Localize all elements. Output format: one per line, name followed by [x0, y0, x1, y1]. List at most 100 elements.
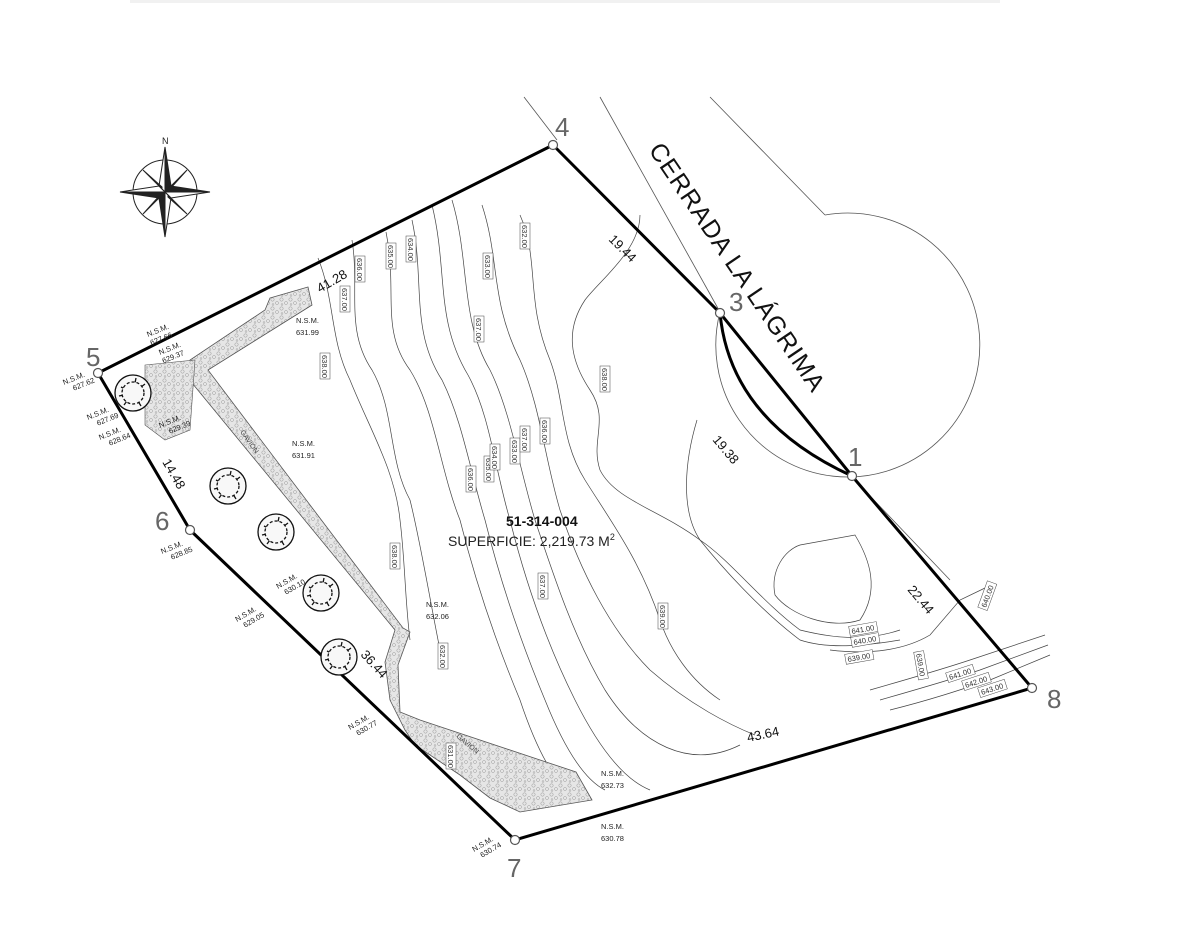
nsm-marker: N.S.M.629.05 — [234, 604, 266, 629]
vertex-label-5: 5 — [86, 342, 100, 372]
nsm-value: 630.78 — [601, 834, 624, 843]
contour-tag: 637.00 — [537, 572, 549, 600]
nsm-value: 632.06 — [426, 612, 449, 621]
contour-value: 631.00 — [446, 745, 455, 768]
contour-lines — [317, 199, 1051, 801]
contour-tag: 640.00 — [977, 580, 998, 611]
contour-tag: 640.00 — [850, 632, 881, 648]
contour-value: 641.00 — [851, 623, 875, 636]
contour-tag: 639.00 — [844, 649, 875, 665]
contour-tag: 634.00 — [405, 235, 417, 263]
contour-value: 638.00 — [390, 545, 399, 568]
contour-tag: 637.00 — [519, 425, 531, 453]
contour-tag: 638.00 — [389, 542, 401, 570]
nsm-marker: N.S.M. 632.06 — [426, 600, 449, 621]
lot-boundary-curve — [718, 312, 853, 478]
contour-value: 633.00 — [510, 440, 519, 463]
lot-area-sup: 2 — [610, 532, 615, 542]
vertex-label-6: 6 — [155, 506, 169, 536]
tree-icon — [257, 513, 295, 551]
contour-labels: 638.00 637.00 636.00 635.00 634.00 633.0… — [319, 222, 1008, 770]
contour-tag: 637.00 — [473, 315, 485, 343]
vertex-label-7: 7 — [507, 853, 521, 883]
contour-value: 632.00 — [438, 645, 447, 668]
nsm-marker: N.S.M.630.74 — [471, 834, 503, 859]
tree-icon — [302, 574, 340, 612]
contour-tag: 639.00 — [657, 602, 669, 630]
nsm-marker: N.S.M. 632.73 — [601, 769, 624, 790]
nsm-marker: N.S.M.628.85 — [159, 539, 194, 562]
north-label: N — [162, 136, 169, 146]
nsm-marker: N.S.M.630.10 — [275, 571, 307, 596]
nsm-value: 632.73 — [601, 781, 624, 790]
gavion-path — [182, 286, 593, 813]
contour-value: 633.00 — [483, 255, 492, 278]
contour-tag: 637.00 — [339, 285, 351, 313]
contour-value: 639.00 — [658, 605, 667, 628]
lot-boundary — [95, 143, 1035, 842]
contour-tag: 633.00 — [482, 252, 494, 280]
contour-value: 637.00 — [340, 288, 349, 311]
tree-icon — [114, 374, 152, 412]
top-shadow — [130, 0, 1000, 3]
lot-area: SUPERFICIE: 2,219.73 M2 — [448, 532, 615, 549]
vertex-label-3: 3 — [729, 287, 743, 317]
vertex-label-1: 1 — [848, 442, 862, 472]
contour-value: 640.00 — [979, 584, 995, 609]
contour-tag: 636.00 — [539, 417, 551, 445]
contour-value: 639.00 — [847, 651, 871, 664]
lot-area-text: SUPERFICIE: 2,219.73 M — [448, 533, 610, 549]
vertex-labels: 1 3 4 5 6 7 8 — [86, 112, 1061, 883]
contour-value: 637.00 — [474, 318, 483, 341]
contour-tag: 638.00 — [599, 365, 611, 393]
north-compass: N — [119, 136, 211, 238]
contour-tag: 632.00 — [437, 642, 449, 670]
contour-value: 634.00 — [406, 238, 415, 261]
contour-value: 638.00 — [320, 355, 329, 378]
trees — [114, 374, 358, 676]
nsm-title: N.S.M. — [426, 600, 449, 609]
contour-value: 632.00 — [520, 225, 529, 248]
contour-tag: 638.00 — [319, 352, 331, 380]
nsm-title: N.S.M. — [292, 439, 315, 448]
contour-value: 635.00 — [386, 245, 395, 268]
contour-value: 635.00 — [484, 458, 493, 481]
vertex-label-4: 4 — [555, 112, 569, 142]
nsm-marker: N.S.M. 631.99 — [296, 316, 319, 337]
dimension-label: 43.64 — [746, 723, 781, 744]
contour-value: 636.00 — [540, 420, 549, 443]
street-name: CERRADA LA LÁGRIMA — [643, 137, 832, 397]
nsm-marker: N.S.M. 631.91 — [292, 439, 315, 460]
contour-value: 636.00 — [466, 468, 475, 491]
nsm-title: N.S.M. — [601, 822, 624, 831]
contour-value: 639.00 — [914, 653, 927, 677]
nsm-marker: N.S.M.628.64 — [97, 425, 132, 448]
contour-value: 637.00 — [520, 428, 529, 451]
gavion-branch — [144, 359, 196, 441]
tree-icon — [209, 467, 247, 505]
nsm-value: 631.99 — [296, 328, 319, 337]
contour-tag: 634.00 — [489, 443, 501, 471]
contour-value: 637.00 — [538, 575, 547, 598]
nsm-marker: N.S.M.630.77 — [347, 712, 379, 737]
dimension-label: 19.38 — [710, 432, 742, 467]
vertex-markers — [92, 139, 1038, 846]
lot-id: 51-314-004 — [506, 513, 578, 529]
contour-tag: 632.00 — [519, 222, 531, 250]
contour-value: 636.00 — [355, 258, 364, 281]
contour-tag: 633.00 — [509, 437, 521, 465]
contour-tag: 636.00 — [354, 255, 366, 283]
nsm-marker: N.S.M. 630.78 — [601, 822, 624, 843]
nsm-title: N.S.M. — [296, 316, 319, 325]
tree-icon — [320, 638, 358, 676]
contour-tag: 636.00 — [465, 465, 477, 493]
dimension-label: 22.44 — [905, 582, 937, 617]
contour-value: 638.00 — [600, 368, 609, 391]
nsm-value: 631.91 — [292, 451, 315, 460]
vertex-label-8: 8 — [1047, 684, 1061, 714]
contour-tag: 641.00 — [848, 621, 879, 637]
contour-tag: 639.00 — [913, 650, 929, 681]
nsm-title: N.S.M. — [601, 769, 624, 778]
street-lines — [523, 96, 981, 581]
